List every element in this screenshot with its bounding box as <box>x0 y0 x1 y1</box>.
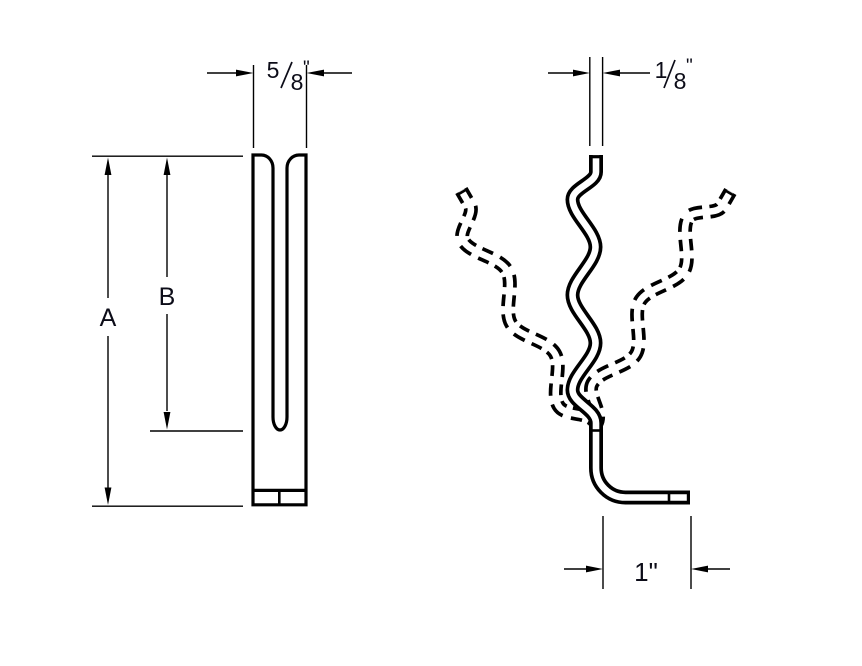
dim-a-arrow-down <box>104 487 112 505</box>
dim-width-arrow-left <box>236 69 254 77</box>
flex-position-right-dashed <box>584 188 737 434</box>
dim-width-arrow-right <box>306 69 324 77</box>
flex-right-tip-cap <box>723 188 736 198</box>
dim-b-arrow-up <box>163 157 171 175</box>
flex-left-tip-cap <box>456 187 469 197</box>
dim-thickness: 1 8 " <box>548 56 693 146</box>
side-strip-core <box>569 155 690 501</box>
dim-width-fraction-slash <box>280 61 293 89</box>
dim-foot-arrow-left <box>586 565 603 573</box>
dim-foot-arrow-right <box>691 565 708 573</box>
dim-thickness-fraction-slash <box>663 59 676 89</box>
dim-width-denominator: 8 <box>291 69 304 95</box>
flex-right-outline <box>584 188 737 434</box>
dimensions: 5 8 " 1 8 " A <box>92 56 730 589</box>
dim-a-label: A <box>100 304 117 332</box>
dim-thickness-numerator: 1 <box>655 57 668 83</box>
dim-a-arrow-up <box>104 157 112 175</box>
dim-b-arrow-down <box>163 412 171 430</box>
front-outline-with-slot <box>251 153 308 507</box>
dim-foot-label: 1" <box>634 557 658 587</box>
dim-overall-height: A <box>92 155 243 507</box>
dim-thickness-denominator: 8 <box>674 68 687 94</box>
flex-left-core <box>458 188 602 431</box>
dim-slot-depth: B <box>150 157 243 432</box>
dim-width-numerator: 5 <box>267 57 280 83</box>
flex-right-core <box>587 189 734 432</box>
dim-foot-length: 1" <box>564 516 730 589</box>
dim-thickness-arrow-right <box>602 69 620 77</box>
flex-position-left-dashed <box>455 187 605 433</box>
side-view <box>455 155 737 505</box>
dim-width: 5 8 " <box>207 57 352 148</box>
front-view <box>251 153 308 507</box>
dim-thickness-unit: " <box>686 56 693 77</box>
dim-width-unit: " <box>303 58 310 79</box>
dim-thickness-arrow-left <box>573 69 590 77</box>
dim-b-label: B <box>159 283 176 311</box>
